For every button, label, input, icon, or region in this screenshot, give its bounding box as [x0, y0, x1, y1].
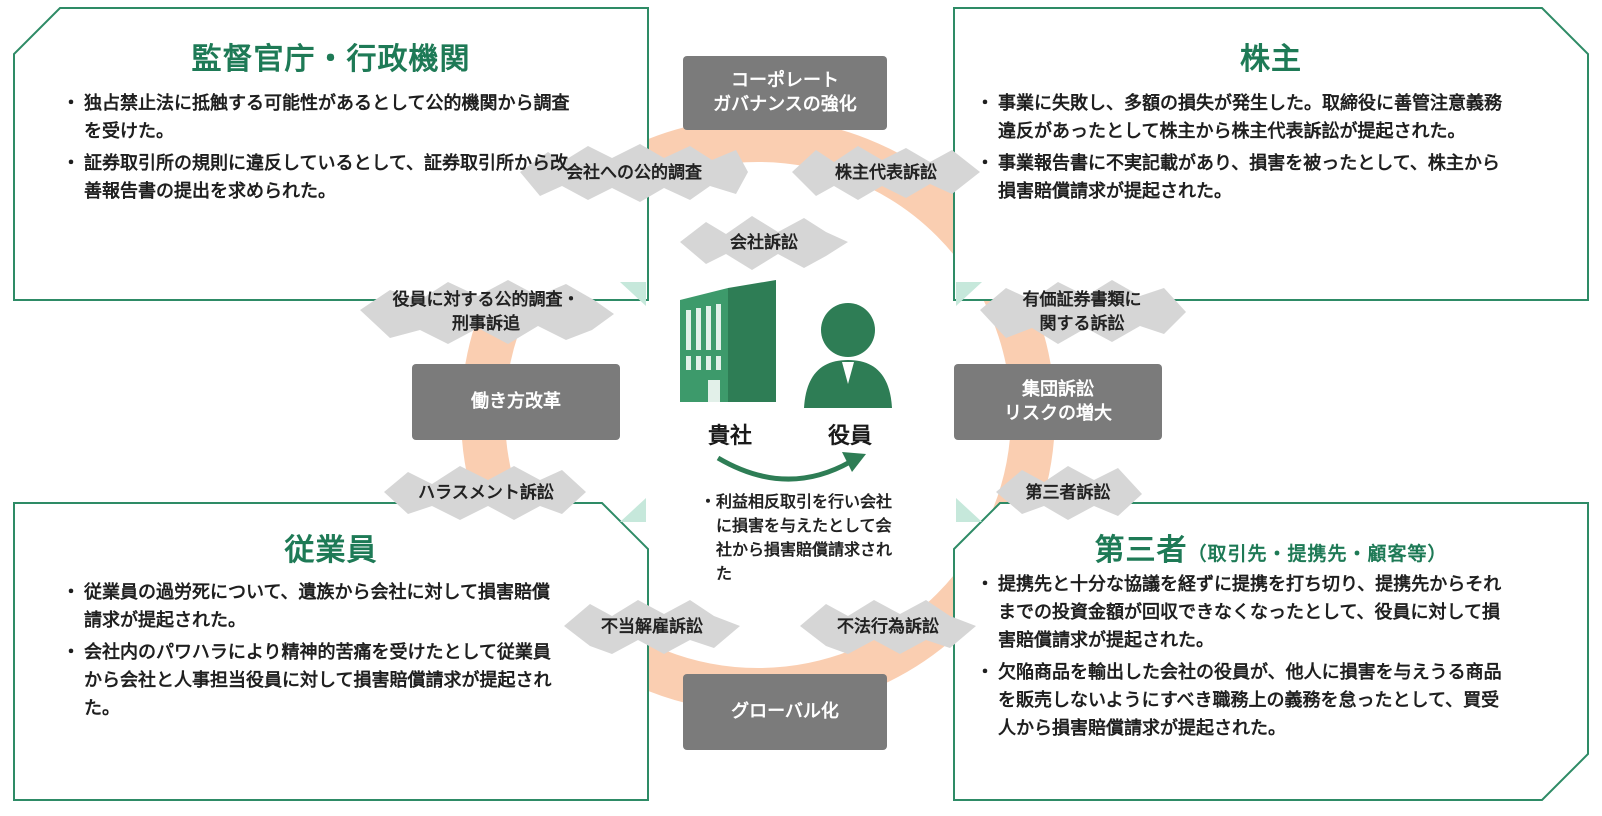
company-to-officer-arrow [716, 452, 866, 482]
burst-harassment [384, 466, 586, 520]
regulators-quadrant: 監督官庁・行政機関 独占禁止法に抵触する可能性があるとして公的機関から調査を受け… [14, 8, 648, 300]
regulators-list: 独占禁止法に抵触する可能性があるとして公的機関から調査を受けた。 証券取引所の規… [62, 90, 582, 206]
employees-quadrant: 従業員 従業員の過労死について、遺族から会社に対して損害賠償請求が提起された。 … [14, 503, 648, 800]
third-parties-title: 第三者（取引先・提携先・顧客等） [954, 525, 1588, 569]
lawsuit-wrongful-dismissal: 不当解雇訴訟 [601, 617, 703, 637]
lawsuit-shareholder-derivative: 株主代表訴訟 [835, 163, 937, 183]
burst-company-lawsuit [680, 216, 848, 270]
lawsuit-harassment: ハラスメント訴訟 [418, 483, 554, 503]
chevron-tr-icon [956, 282, 982, 306]
company-label: 貴社 [707, 424, 753, 449]
officer-person-icon [804, 303, 892, 408]
building-icon [680, 280, 776, 402]
trend-class-action-risk: 集団訴訟 リスクの増大 [954, 364, 1162, 440]
shareholders-quadrant: 株主 事業に失敗し、多額の損失が発生した。取締役に善管注意義務違反があったとして… [954, 8, 1588, 300]
list-item: 従業員の過労死について、遺族から会社に対して損害賠償請求が提起された。 [62, 579, 562, 635]
burst-securities [980, 280, 1186, 344]
third-parties-subtitle: （取引先・提携先・顧客等） [1187, 543, 1448, 565]
shareholders-list: 事業に失敗し、多額の損失が発生した。取締役に善管注意義務違反があったとして株主か… [976, 90, 1516, 206]
regulators-title: 監督官庁・行政機関 [191, 42, 471, 77]
employees-title: 従業員 [284, 533, 378, 568]
burst-tort [800, 600, 976, 654]
lawsuit-public-investigation-company: 会社への公的調査 [566, 163, 702, 183]
list-item: 欠陥商品を輸出した会社の役員が、他人に損害を与えうる商品を販売しないようにすべき… [976, 659, 1516, 743]
trend-work-style-reform: 働き方改革 [412, 364, 620, 440]
lawsuit-securities: 有価証券書類に 関する訴訟 [1022, 290, 1142, 334]
conflict-note-text: 利益相反取引を行い会社に損害を与えたとして会社から損害賠償請求された [716, 492, 893, 583]
trend-globalization: グローバル化 [683, 674, 887, 750]
list-item: 事業報告書に不実記載があり、損害を被ったとして、株主から損害賠償請求が提起された… [976, 150, 1516, 206]
lawsuit-company: 会社訴訟 [730, 233, 798, 253]
third-parties-quadrant: 第三者（取引先・提携先・顧客等） 提携先と十分な協議を経ずに提携を打ち切り、提携… [954, 503, 1588, 800]
officer-label: 役員 [827, 424, 873, 449]
chevron-bl-icon [620, 498, 646, 522]
lawsuit-third-party: 第三者訴訟 [1025, 483, 1111, 503]
list-item: 会社内のパワハラにより精神的苦痛を受けたとして従業員から会社と人事担当役員に対し… [62, 639, 562, 723]
conflict-of-interest-note: ・利益相反取引を行い会社に損害を与えたとして会社から損害賠償請求された [700, 492, 893, 583]
shareholders-title: 株主 [1240, 42, 1302, 77]
chevron-br-icon [956, 498, 982, 522]
list-item: 独占禁止法に抵触する可能性があるとして公的機関から調査を受けた。 [62, 90, 582, 146]
third-parties-title-main: 第三者 [1094, 533, 1188, 568]
burst-wrongful-dismissal [564, 600, 740, 654]
chevron-tl-icon [620, 282, 646, 306]
burst-shareholder-derivative [792, 146, 980, 200]
lawsuit-tort: 不法行為訴訟 [837, 617, 939, 637]
lawsuit-officer-investigation: 役員に対する公的調査・ 刑事訴追 [392, 290, 580, 334]
list-item: 事業に失敗し、多額の損失が発生した。取締役に善管注意義務違反があったとして株主か… [976, 90, 1516, 146]
burst-third-party [996, 466, 1142, 520]
list-item: 提携先と十分な協議を経ずに提携を打ち切り、提携先からそれまでの投資金額が回収でき… [976, 571, 1516, 655]
third-parties-list: 提携先と十分な協議を経ずに提携を打ち切り、提携先からそれまでの投資金額が回収でき… [976, 571, 1516, 743]
burst-officer-investigation [360, 280, 614, 344]
employees-list: 従業員の過労死について、遺族から会社に対して損害賠償請求が提起された。 会社内の… [62, 579, 562, 723]
list-item: 証券取引所の規則に違反しているとして、証券取引所から改善報告書の提出を求められた… [62, 150, 582, 206]
trend-corporate-governance: コーポレート ガバナンスの強化 [683, 56, 887, 130]
